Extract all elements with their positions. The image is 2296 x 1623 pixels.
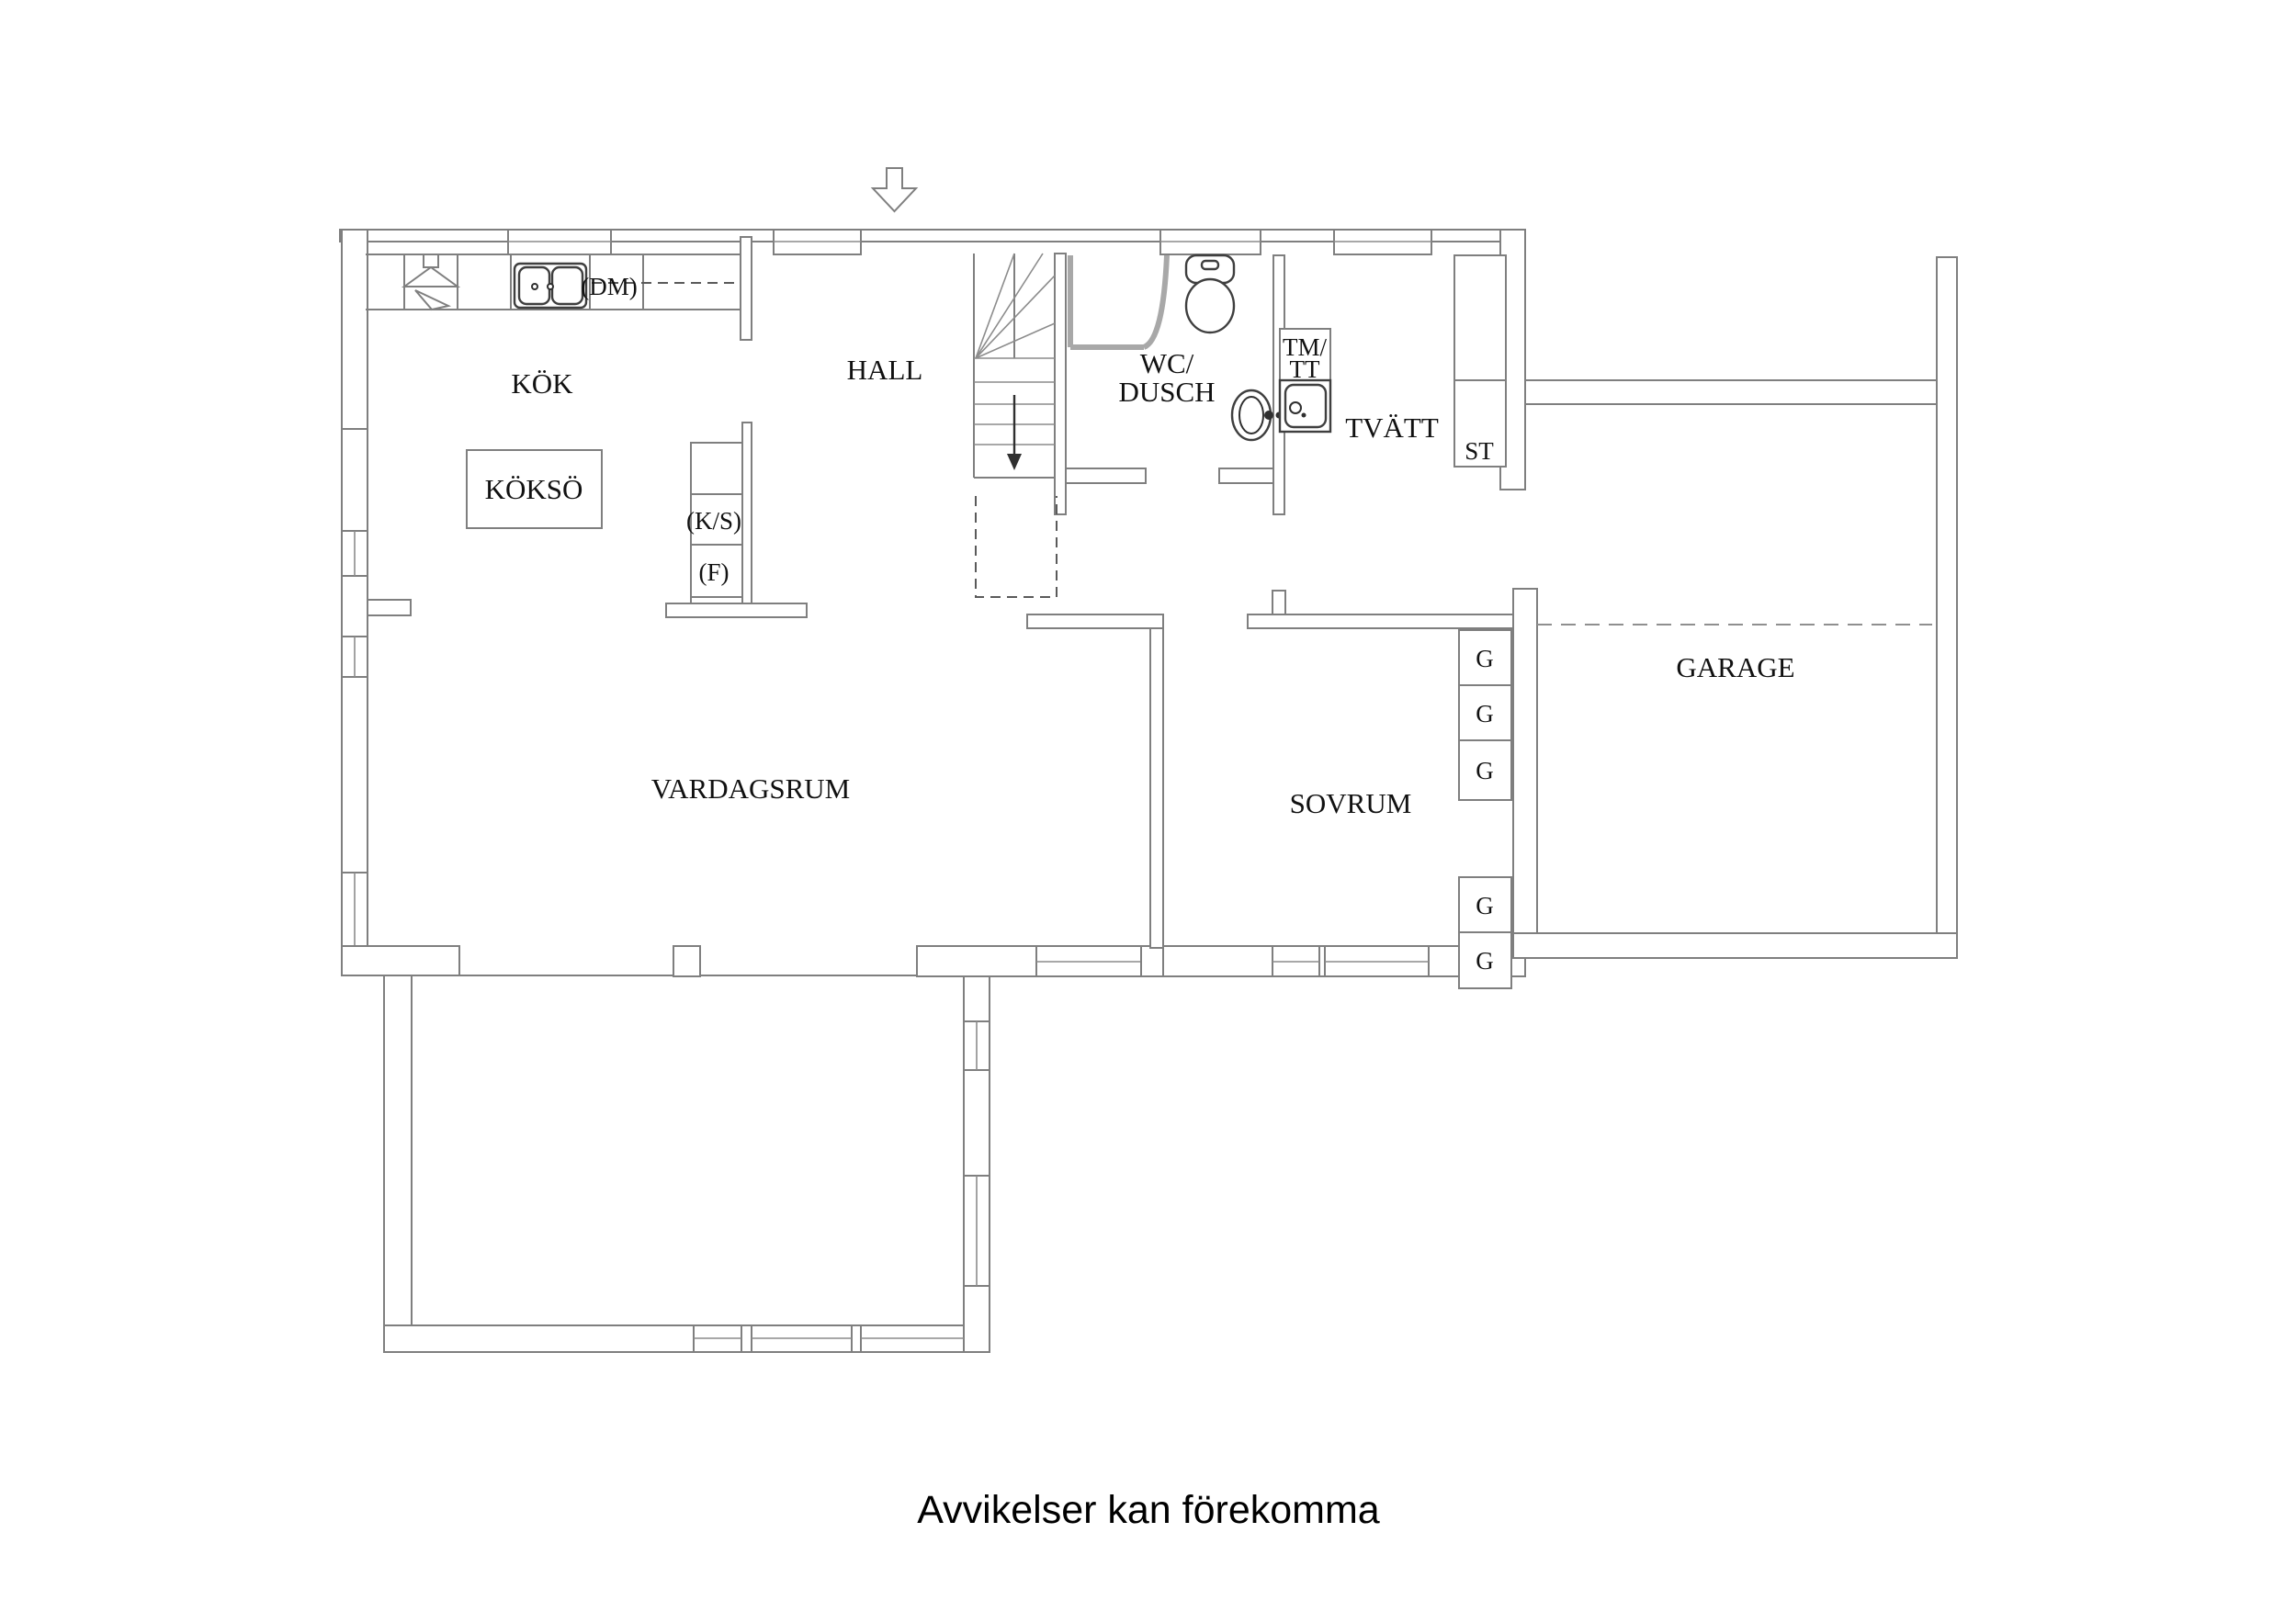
staircase (973, 253, 1067, 598)
stair-wall (1054, 253, 1067, 515)
bedroom-west-wall (1149, 627, 1164, 949)
wardrobe-g (1458, 739, 1512, 801)
wardrobe-g (1458, 876, 1512, 933)
garage-south-wall (1512, 932, 1958, 959)
caption-text: Avvikelser kan förekomma (917, 1488, 1380, 1532)
top-wall-windows (507, 229, 1432, 255)
label-ks: (K/S) (686, 507, 741, 535)
label-g1: G (1476, 645, 1494, 672)
wardrobe-g (1458, 931, 1512, 989)
label-wc-line2: DUSCH (1118, 376, 1215, 408)
south-wall-center (916, 945, 1037, 977)
kitchen-sink-icon (513, 262, 588, 310)
bedroom-north-wall-east (1247, 614, 1514, 629)
kitchen-wall-stub-upper (740, 236, 752, 341)
label-hall: HALL (847, 354, 923, 386)
extension-west-wall (383, 975, 413, 1353)
tall-cabinet (1453, 254, 1507, 381)
label-tmtt-line1: TM/ (1283, 333, 1328, 361)
stove-hood-icon (401, 254, 461, 311)
entry-arrow-icon (870, 167, 919, 213)
bedroom-north-wall-west (1026, 614, 1164, 629)
bedroom (1026, 590, 1514, 989)
wardrobe-g (1458, 629, 1512, 686)
south-wall-west-block (341, 945, 460, 976)
label-garage: GARAGE (1676, 651, 1794, 683)
opening-post (673, 945, 701, 977)
label-g2: G (1476, 700, 1494, 727)
left-wall (341, 229, 368, 976)
washbasin-icon (1230, 389, 1283, 442)
exterior-walls (339, 229, 1958, 977)
label-f: (F) (699, 558, 730, 586)
extension-walls (383, 975, 990, 1353)
label-wc-line1: WC/ (1140, 347, 1194, 379)
garage-west-wall (1512, 588, 1538, 934)
label-tvatt: TVÄTT (1345, 411, 1439, 444)
label-vardagsrum: VARDAGSRUM (651, 772, 851, 805)
stair-direction-arrow-icon (1007, 395, 1022, 470)
label-kokso: KÖKSÖ (485, 473, 583, 505)
left-wall-stub (367, 599, 412, 616)
kitchen (366, 236, 808, 618)
label-dm: (DM) (581, 273, 638, 300)
kitchen-south-stub (665, 603, 808, 618)
garage-north-wall (1524, 379, 1938, 405)
room-labels: KÖK KÖKSÖ (K/S) (F) (DM) HALL WC/DUSCH TM/TT TVÄ… (485, 273, 1795, 975)
right-wall (1936, 256, 1958, 959)
wardrobe-column (1458, 629, 1512, 989)
label-st: ST (1465, 437, 1494, 465)
label-tmtt-line2: TT (1290, 355, 1320, 383)
label-sovrum: SOVRUM (1290, 787, 1412, 819)
laundry (1278, 254, 1507, 468)
kitchen-island (466, 449, 603, 529)
label-g4: G (1476, 892, 1494, 919)
left-wall-windows (341, 428, 368, 947)
door-jamb-stub (1272, 590, 1286, 615)
toilet-icon (1184, 254, 1236, 334)
washer-dryer-box (1279, 328, 1331, 381)
label-kok: KÖK (511, 367, 573, 400)
laundry-sink-icon (1278, 378, 1332, 434)
label-g5: G (1476, 947, 1494, 975)
label-g3: G (1476, 757, 1494, 784)
shower-icon (1068, 254, 1170, 350)
st-closet (1453, 379, 1507, 468)
wc-south-wall-a (1065, 468, 1147, 484)
stair-dashed-box (975, 496, 1058, 598)
kitchen-wall-post (741, 422, 752, 604)
